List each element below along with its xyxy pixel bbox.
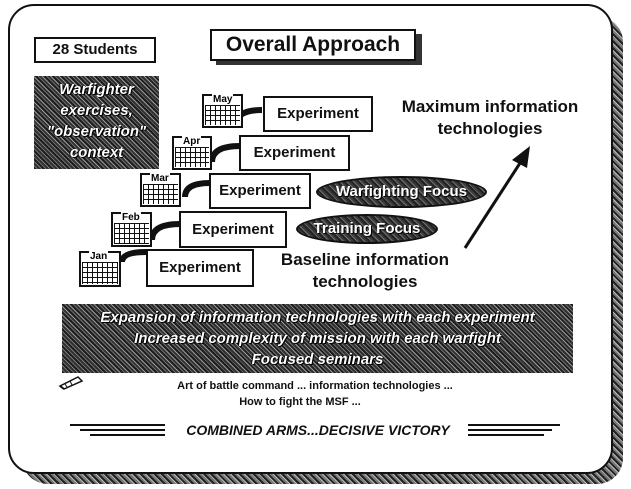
experiment-box-mar: Experiment [209,173,311,209]
experiment-box-may: Experiment [263,96,373,132]
experiment-box-apr: Experiment [239,135,350,171]
month-label-mar: Mar [150,173,170,184]
footer-text: COMBINED ARMS...DECISIVE VICTORY [186,422,450,438]
calendar-jan-icon: Jan [79,251,121,287]
max-info-label: Maximum information technologies [401,97,579,138]
calendar-mar-icon: Mar [140,173,181,207]
month-label-apr: Apr [182,136,202,147]
page-title: Overall Approach [210,29,416,61]
month-label-feb: Feb [121,212,141,223]
warfighting-focus-oval: Warfighting Focus [316,176,487,208]
banner-line-3: Focused seminars [251,351,384,368]
experiment-box-jan: Experiment [146,249,254,287]
context-box: Warfighter exercises, "observation" cont… [34,76,159,169]
calendar-apr-icon: Apr [172,136,212,170]
calendar-may-icon: May [202,94,243,128]
banner-line-2: Increased complexity of mission with eac… [134,330,501,347]
seminar-line-1: Art of battle command ... information te… [177,380,453,392]
baseline-label: Baseline information technologies [280,250,450,291]
seminar-line-2: How to fight the MSF ... [239,396,361,408]
banner-line-1: Expansion of information technologies wi… [100,309,535,326]
context-label: Warfighter exercises, "observation" cont… [46,81,147,161]
calendar-feb-icon: Feb [111,212,152,247]
month-label-jan: Jan [89,251,109,262]
training-focus-oval: Training Focus [296,214,438,244]
students-label: 28 Students [34,37,156,63]
banner: Expansion of information technologies wi… [62,304,573,373]
month-label-may: May [212,94,234,105]
pencil-icon [58,376,84,390]
experiment-box-feb: Experiment [179,211,287,248]
